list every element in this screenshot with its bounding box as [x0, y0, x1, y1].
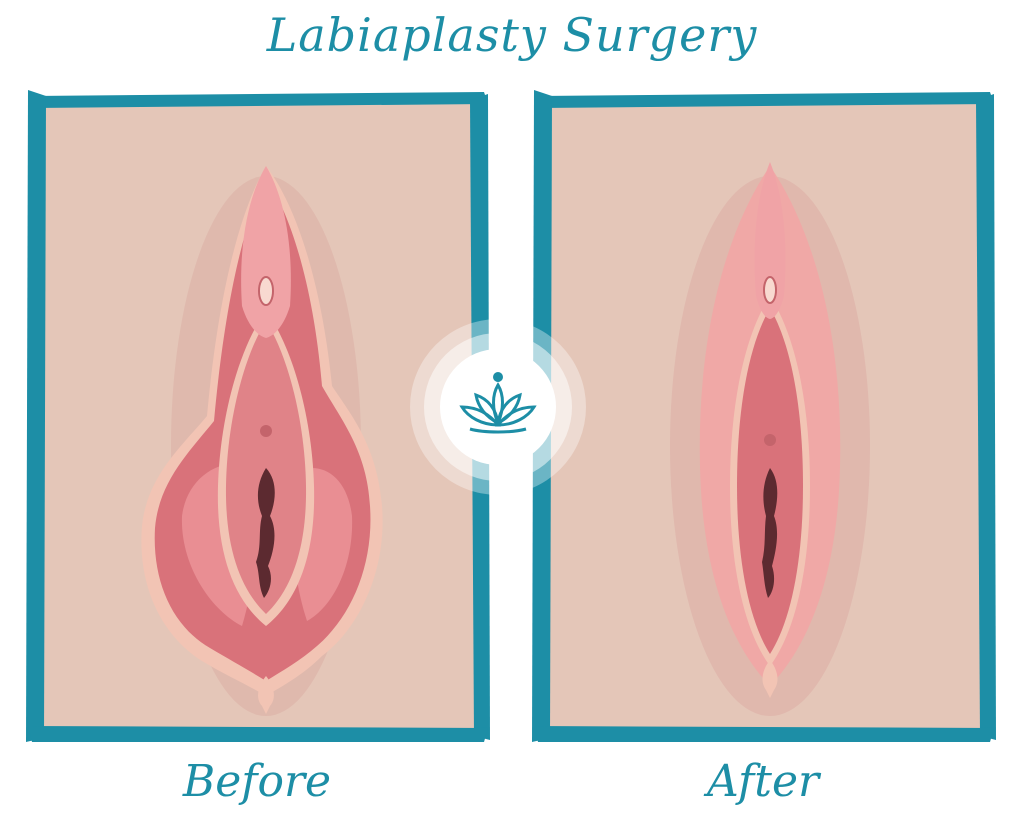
before-vaginal-opening [256, 468, 275, 598]
after-frame-right [976, 94, 996, 740]
after-caption: After [706, 756, 820, 807]
after-frame-top [538, 92, 994, 108]
before-illustration [26, 90, 490, 742]
lotus-logo-icon [410, 319, 586, 495]
before-frame-bottom [28, 726, 488, 742]
before-panel [22, 86, 492, 746]
before-perineum [258, 676, 274, 714]
before-urethra [260, 425, 272, 437]
center-logo-badge [408, 317, 588, 497]
after-illustration [532, 90, 996, 742]
before-inner-fold [225, 321, 307, 614]
before-caption: Before [182, 756, 332, 807]
after-vaginal-opening [762, 468, 778, 598]
after-clitoris [763, 276, 777, 304]
before-hood [241, 166, 291, 338]
after-perineum [762, 660, 778, 698]
before-frame-top [32, 92, 488, 108]
before-frame-left [26, 90, 46, 742]
after-urethra [764, 434, 776, 446]
after-panel [528, 86, 998, 746]
after-frame-bottom [534, 726, 994, 742]
page-title: Labiaplasty Surgery [266, 8, 758, 62]
before-clitoris [258, 276, 274, 306]
after-hood [754, 162, 786, 319]
